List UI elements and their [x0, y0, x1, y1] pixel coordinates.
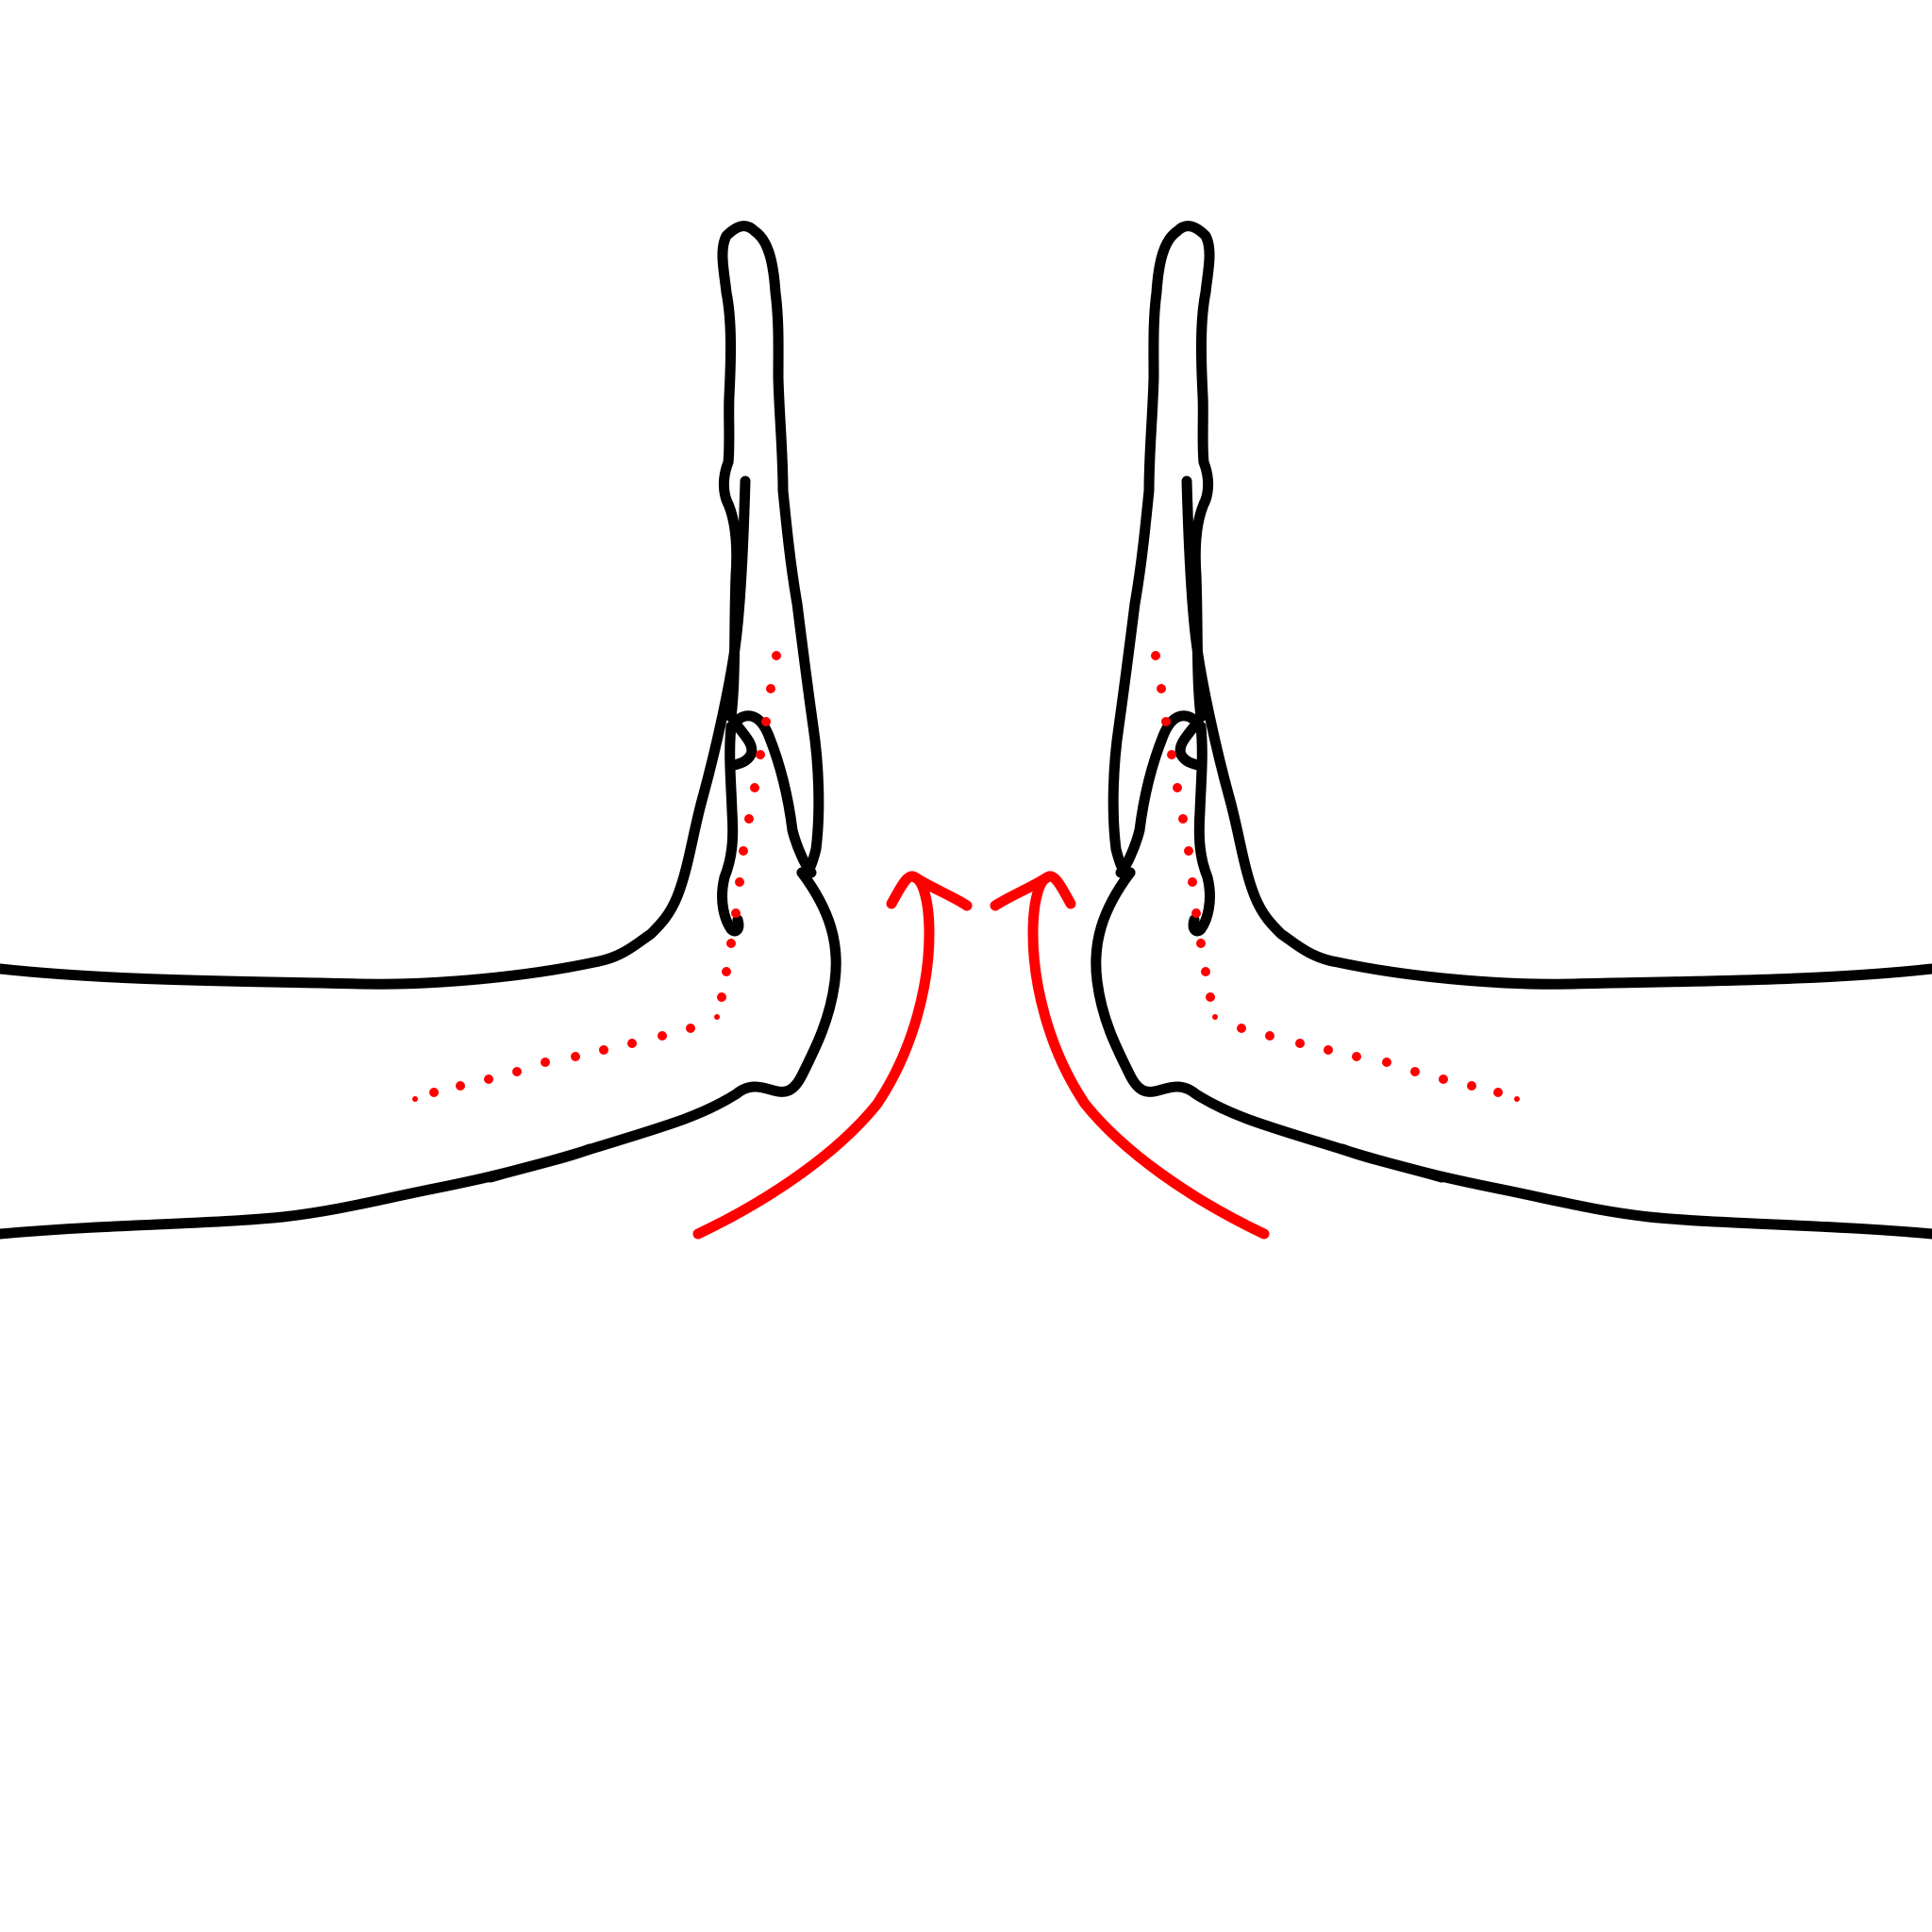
guide-left-dot [571, 1052, 580, 1061]
guide-left-dot [541, 1058, 550, 1067]
right-middle-finger [1115, 710, 1202, 878]
left-wrist-crease [485, 1143, 595, 1183]
left-hand-outline [0, 221, 841, 1240]
guide-right-dot [1237, 1024, 1246, 1033]
right-thumb-loop [1174, 716, 1207, 772]
arrow-left-head [886, 871, 973, 911]
left-thumb [717, 721, 744, 937]
guide-left-dot [726, 939, 736, 948]
guide-left-dot [412, 1096, 418, 1102]
guide-right-dot [1167, 750, 1176, 759]
guide-right-dot [1188, 877, 1197, 887]
guide-right-dot [1161, 717, 1171, 726]
dotted-guide-right [1151, 651, 1520, 1102]
guide-right-dot [1184, 846, 1193, 856]
curved-arrow-left [692, 871, 973, 1240]
guide-right-dot [1493, 1088, 1503, 1097]
guide-left-dot [599, 1045, 608, 1055]
guide-right-dot [1173, 783, 1182, 792]
guide-left-dot [484, 1074, 493, 1084]
guide-left-dot [739, 846, 748, 856]
guide-right-dot [1212, 1014, 1218, 1020]
left-palm-edge [0, 867, 841, 1240]
guide-right-dot [1201, 967, 1210, 976]
left-index-finger [717, 221, 824, 879]
guide-right-dot [1352, 1052, 1361, 1061]
guide-right-dot [1324, 1045, 1333, 1055]
guide-left-dot [512, 1067, 522, 1076]
right-hand-outline [1091, 221, 1932, 1240]
curved-arrow-right [990, 871, 1270, 1240]
guide-left-dot [750, 783, 759, 792]
arrow-left-shaft [692, 872, 935, 1240]
right-palm-edge [1091, 867, 1932, 1240]
guide-right-dot [1178, 814, 1188, 824]
guide-left-dot [686, 1024, 695, 1033]
dotted-guide-left [412, 651, 781, 1102]
guide-left-dot [627, 1039, 637, 1048]
right-wrist-crease [1337, 1143, 1447, 1183]
guide-right-dot [1157, 684, 1166, 693]
guide-right-dot [1191, 908, 1201, 918]
guide-left-dot [761, 717, 771, 726]
guide-right-dot [1382, 1058, 1391, 1067]
arrow-right-shaft [1027, 872, 1270, 1240]
right-index-finger [1108, 221, 1215, 879]
guide-left-dot [658, 1031, 667, 1041]
guide-right-dot [1514, 1096, 1520, 1102]
guide-right-dot [1467, 1081, 1476, 1091]
guide-left-dot [756, 750, 765, 759]
guide-right-dot [1196, 939, 1206, 948]
guide-left-dot [766, 684, 775, 693]
guide-left-dot [722, 967, 731, 976]
guide-left-dot [744, 814, 754, 824]
guide-left-dot [456, 1081, 465, 1091]
guide-left-dot [717, 992, 726, 1002]
left-forearm-top-edge [0, 475, 751, 990]
guide-right-dot [1151, 651, 1160, 660]
guide-left-dot [429, 1088, 439, 1097]
guide-right-dot [1206, 992, 1215, 1002]
right-thumb [1188, 721, 1215, 937]
left-thumb-loop [725, 716, 758, 772]
guide-right-dot [1410, 1067, 1420, 1076]
guide-left-dot [772, 651, 781, 660]
guide-right-dot [1439, 1074, 1448, 1084]
guide-left-dot [714, 1014, 720, 1020]
guide-left-dot [731, 908, 741, 918]
guide-right-dot [1265, 1031, 1274, 1041]
guide-right-dot [1295, 1039, 1305, 1048]
guide-left-dot [735, 877, 744, 887]
arrow-right-head [990, 871, 1076, 911]
left-middle-finger [730, 710, 817, 878]
right-forearm-top-edge [1181, 475, 1932, 990]
